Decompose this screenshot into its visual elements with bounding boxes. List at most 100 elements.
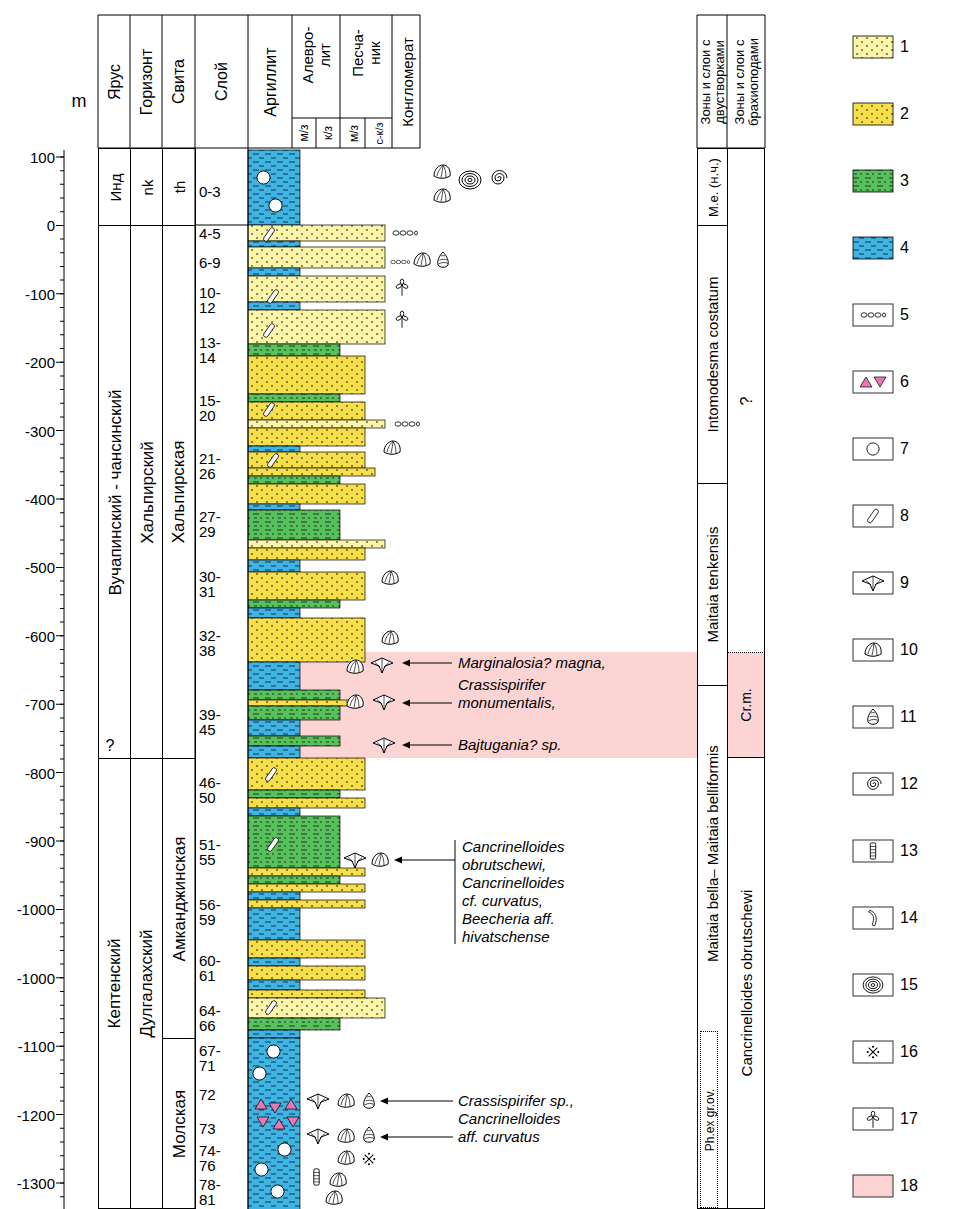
zone-name: Амканджинская <box>163 759 195 1038</box>
horizon-cell: Хальпирский <box>130 225 163 759</box>
fossil-symbol <box>363 1153 376 1166</box>
legend-swatch <box>853 572 893 594</box>
callout-arrow <box>380 1134 388 1141</box>
layer-number: 4-5 <box>199 226 235 241</box>
fossil-symbol <box>492 171 507 185</box>
fossil-symbol <box>338 1129 354 1142</box>
column-header: Зоны и слои с двустворками <box>697 15 727 148</box>
depth-axis <box>56 157 64 1209</box>
layer-number: 0-3 <box>199 184 235 199</box>
legend-item <box>853 706 893 728</box>
lithology-bar <box>248 980 300 990</box>
legend-swatch <box>853 505 893 527</box>
legend-item <box>853 1108 893 1130</box>
legend-symbol <box>862 576 884 591</box>
uncertain-mark: ? <box>102 736 118 756</box>
fossil-symbol <box>257 1117 269 1127</box>
legend-symbol <box>861 313 886 317</box>
lithology-bar <box>248 1038 300 1209</box>
lithology-bar <box>248 608 300 618</box>
zone-name: Хальпирский <box>131 226 162 758</box>
column-header: Свита <box>162 15 195 148</box>
column-header: Алевро- лит <box>292 23 340 87</box>
legend-swatch <box>853 639 893 661</box>
zone-name: Cr.m. <box>728 653 764 757</box>
zone-name: Maitaia bella– Maitaia belliformis <box>698 686 727 1021</box>
taxon-list: Cancrinelloides obrutschewi, Cancrinello… <box>462 838 578 946</box>
lithology-bar <box>248 790 340 798</box>
fossil-symbol <box>382 571 398 584</box>
suite-cell: Молская <box>162 1038 196 1209</box>
bivalve-zone: M.e. (н.ч.) <box>697 148 728 226</box>
legend-number: 2 <box>900 104 934 124</box>
fossil-symbol <box>373 738 395 753</box>
lithology-bar <box>248 484 365 504</box>
lithology-bar <box>248 720 300 736</box>
zone-name: Ph.ex gr.ov. <box>701 1032 717 1207</box>
legend-symbol <box>860 377 886 387</box>
fossil-symbol <box>438 252 449 267</box>
taxon-name: Crassispirifer monumentalis, <box>458 676 623 712</box>
column-subheader: м/з <box>340 118 365 148</box>
lithology-bar <box>248 998 385 1018</box>
layer-number: 78- 81 <box>199 1177 235 1207</box>
legend-symbol <box>868 777 882 789</box>
fossil-symbol <box>273 1119 285 1129</box>
zone-name: Кептенский <box>99 759 130 1208</box>
zone-name: Инд <box>99 149 130 225</box>
lithology-bar <box>248 150 300 225</box>
legend-number: 18 <box>900 1176 934 1196</box>
fossil-symbol <box>263 402 276 417</box>
layer-number: 60- 61 <box>199 953 235 983</box>
legend-swatch <box>853 773 893 795</box>
callout-arrow <box>402 700 410 707</box>
fossil-symbol <box>278 1143 291 1156</box>
axis-value: -1100 <box>0 1036 55 1056</box>
fossil-symbol <box>267 1045 280 1058</box>
fossil-symbol <box>395 422 420 426</box>
legend-number: 13 <box>900 841 934 861</box>
lithology-bar <box>248 758 365 790</box>
legend-number: 10 <box>900 640 934 660</box>
axis-value: -900 <box>0 831 55 851</box>
brachiopod-zone: ? <box>727 148 765 653</box>
bivalve-layer: Ph.ex gr.ov. <box>700 1031 718 1208</box>
zone-name: Хальпирская <box>163 226 195 758</box>
legend-item <box>853 1041 893 1063</box>
legend-symbol <box>867 508 880 523</box>
layer-number: 10- 12 <box>199 285 235 315</box>
fossil-symbol <box>414 253 430 266</box>
axis-unit: m <box>66 90 92 112</box>
legend-swatch <box>853 1175 893 1197</box>
fossil-symbol <box>434 189 450 202</box>
axis-value: -1200 <box>0 1105 55 1125</box>
lithology-bar <box>248 798 365 808</box>
lithology-bar <box>248 428 365 446</box>
column-header: Ярус <box>98 15 130 148</box>
legend-symbol <box>868 709 879 724</box>
lithology-bar <box>248 468 375 476</box>
axis-value: -600 <box>0 626 55 646</box>
lithology-bar <box>248 150 385 1209</box>
legend-item <box>853 237 893 259</box>
legend-swatch <box>853 1108 893 1130</box>
taxon-name: Bajtugania? sp. <box>458 736 623 754</box>
lithology-bar <box>248 540 385 548</box>
legend-item <box>853 907 893 929</box>
horizon-cell: nk <box>130 148 163 226</box>
column-subheader: к/з <box>316 118 340 148</box>
legend-item <box>853 840 893 862</box>
callout-arrow <box>402 742 410 749</box>
lithology-bar <box>248 736 340 746</box>
legend-item <box>853 36 893 58</box>
stage-cell: Инд <box>98 148 131 226</box>
fossil-symbol <box>269 1103 281 1113</box>
legend-swatch <box>853 706 893 728</box>
fossil-symbol <box>255 1099 267 1109</box>
fossil-symbol <box>395 279 408 296</box>
fossil-symbol <box>347 695 363 708</box>
lithology-bar <box>248 900 365 908</box>
layer-number: 13- 14 <box>199 335 235 365</box>
fossil-symbol <box>373 695 395 710</box>
